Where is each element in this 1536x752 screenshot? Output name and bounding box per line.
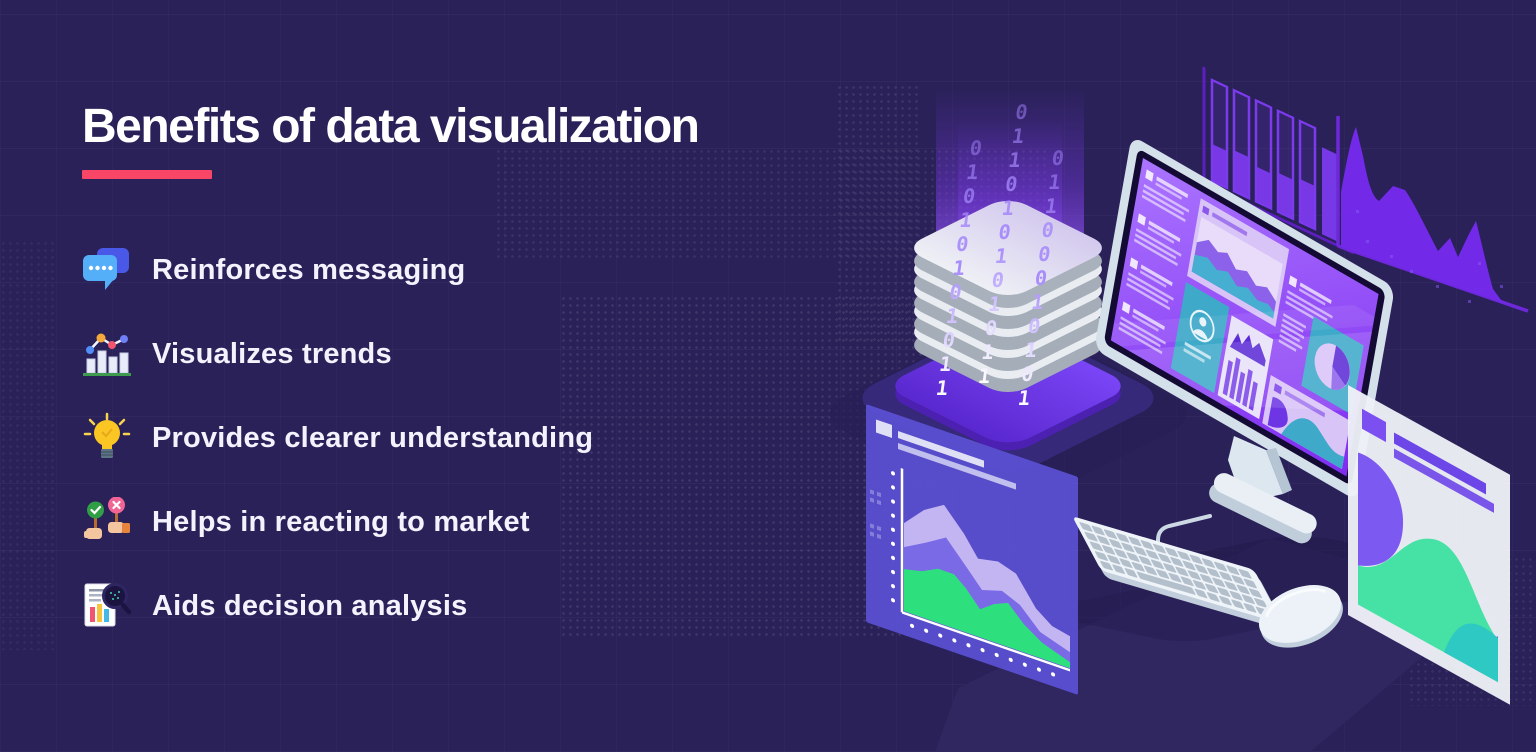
bar-chart-backdrop [1202,66,1354,254]
decision-signs-icon [78,493,136,551]
keyboard-cable [1156,514,1212,574]
benefits-list: Reinforces messaging Visualizes trends [78,228,593,648]
header: Benefits of data visualization [82,100,700,180]
mouse [1258,585,1343,648]
keyboard [1074,517,1286,631]
monitor-stand [1209,436,1317,544]
benefit-item: Aids decision analysis [78,564,593,648]
mountain-chart-backdrop [1336,116,1529,313]
benefit-label: Aids decision analysis [152,589,468,622]
wave-chart-panel [1348,385,1510,705]
area-chart-panel [866,404,1078,695]
benefit-label: Reinforces messaging [152,253,466,286]
page-title: Benefits of data visualization [82,100,700,153]
monitor [1096,139,1394,497]
benefit-label: Provides clearer understanding [152,421,594,454]
benefit-label: Visualizes trends [152,337,392,370]
benefit-item: Visualizes trends [78,312,593,396]
light-bulb-icon [78,409,136,467]
benefit-label: Helps in reacting to market [152,505,530,538]
benefit-item: Provides clearer understanding [78,396,593,480]
chat-bubbles-icon [78,241,136,299]
benefit-item: Reinforces messaging [78,228,593,312]
document-magnifier-icon [78,577,136,635]
trend-bar-chart-icon [78,325,136,383]
benefit-item: Helps in reacting to market [78,480,593,564]
title-underline [82,170,212,180]
